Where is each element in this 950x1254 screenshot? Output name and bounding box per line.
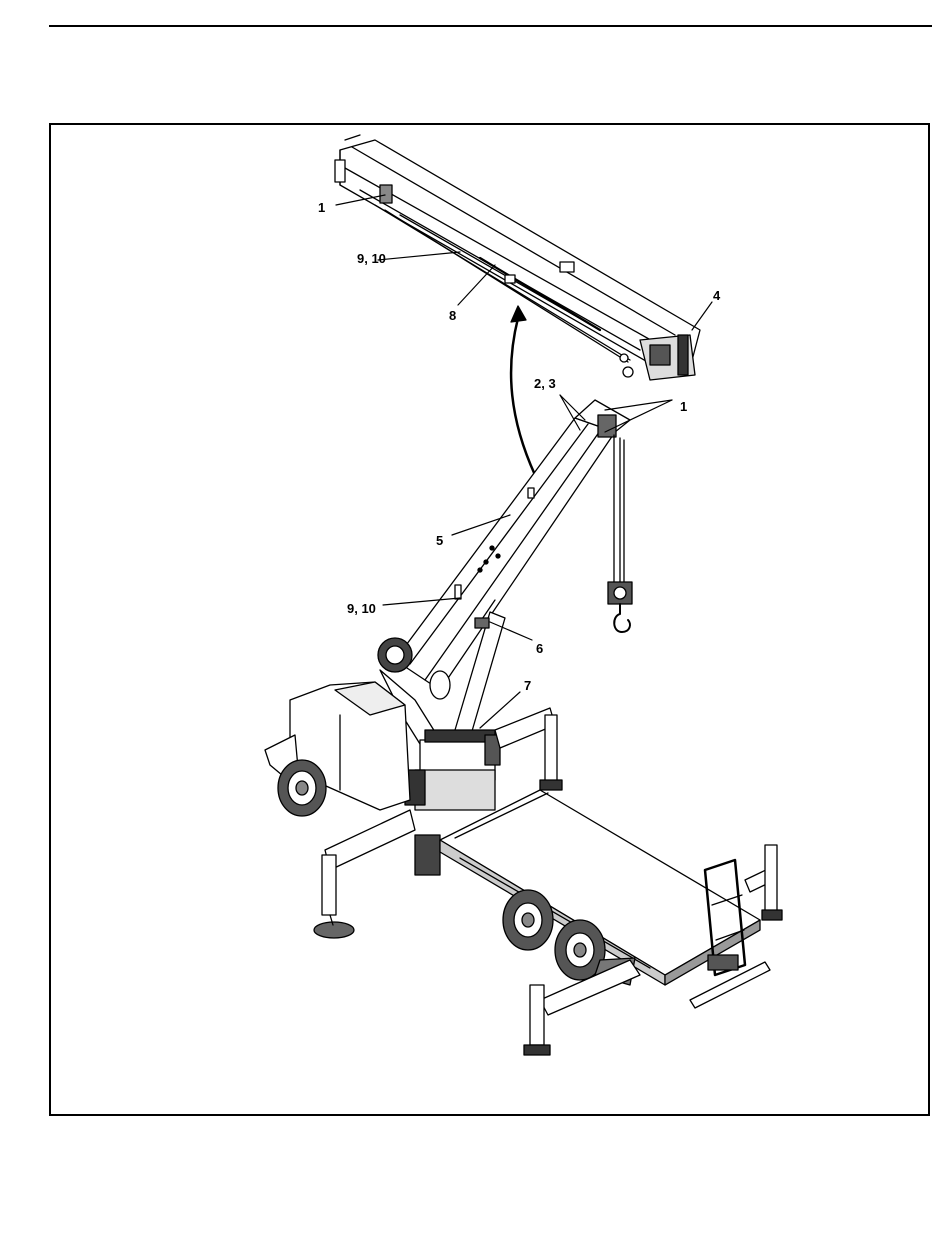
callout-1-top: 1: [318, 200, 325, 215]
callout-7: 7: [524, 678, 531, 693]
hook-block: [608, 435, 632, 632]
truck-cab: [265, 682, 410, 816]
lower-boom: [395, 400, 630, 690]
callout-2-3: 2, 3: [534, 376, 556, 391]
callout-4: 4: [713, 288, 721, 303]
removal-arrow: [511, 306, 535, 475]
upper-boom-section: [335, 135, 700, 380]
callout-8: 8: [449, 308, 456, 323]
callout-1-right: 1: [680, 399, 687, 414]
callout-9-10-top: 9, 10: [357, 251, 386, 266]
callout-5: 5: [436, 533, 443, 548]
callout-6: 6: [536, 641, 543, 656]
callout-9-10-mid: 9, 10: [347, 601, 376, 616]
